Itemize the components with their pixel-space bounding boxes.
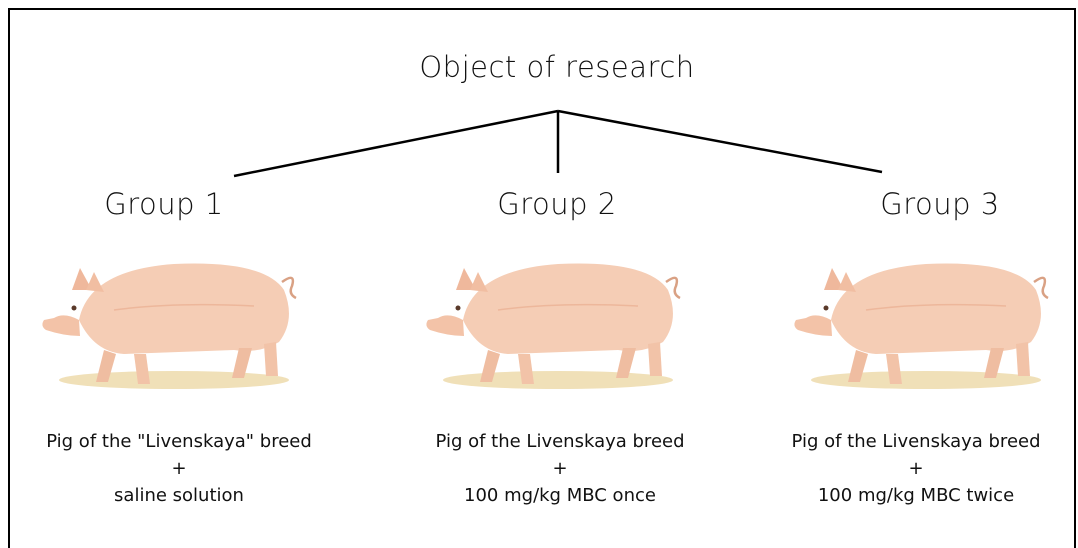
group-1-caption: Pig of the "Livenskaya" breed + saline s…	[19, 428, 339, 509]
group-2-caption-line1: Pig of the Livenskaya breed	[400, 428, 720, 455]
pig-image-group-3	[786, 250, 1056, 400]
group-2-caption-plus: +	[400, 455, 720, 482]
group-1-caption-line2: saline solution	[19, 482, 339, 509]
connector-to-group-3	[558, 111, 882, 172]
group-1-caption-line1: Pig of the "Livenskaya" breed	[19, 428, 339, 455]
pig-image-group-1	[34, 250, 304, 400]
group-3-label: Group 3	[830, 187, 1050, 221]
group-3-caption: Pig of the Livenskaya breed + 100 mg/kg …	[756, 428, 1076, 509]
group-2-label: Group 2	[447, 187, 667, 221]
connector-to-group-1	[234, 111, 558, 176]
pig-image-group-2	[418, 250, 688, 400]
group-3-caption-line2: 100 mg/kg MBC twice	[756, 482, 1076, 509]
group-2-caption-line2: 100 mg/kg MBC once	[400, 482, 720, 509]
group-3-caption-plus: +	[756, 455, 1076, 482]
group-1-caption-plus: +	[19, 455, 339, 482]
group-2-caption: Pig of the Livenskaya breed + 100 mg/kg …	[400, 428, 720, 509]
group-1-label: Group 1	[54, 187, 274, 221]
group-3-caption-line1: Pig of the Livenskaya breed	[756, 428, 1076, 455]
